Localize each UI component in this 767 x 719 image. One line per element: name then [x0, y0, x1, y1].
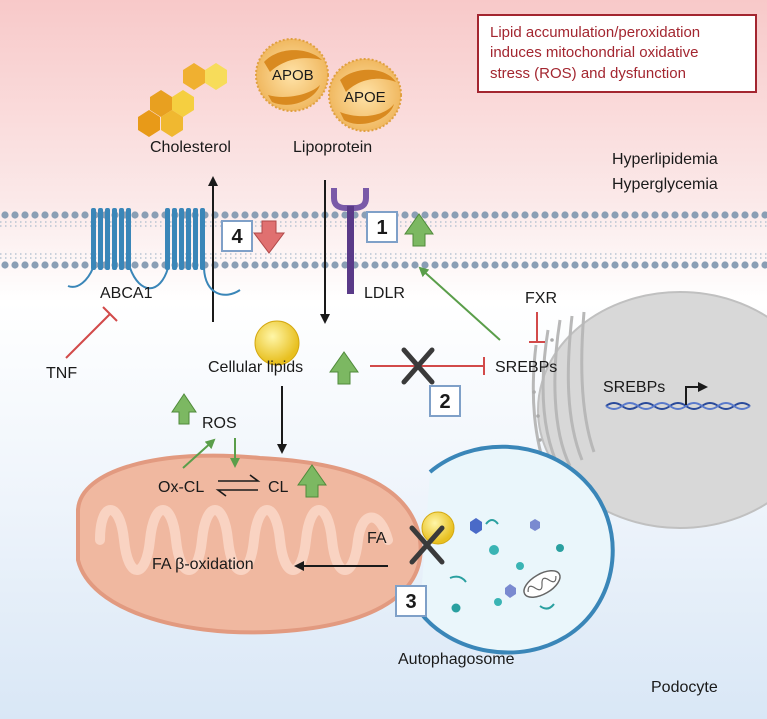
dna-strand	[605, 402, 751, 410]
cl-increase-arrow-icon	[297, 464, 327, 498]
step-3-box: 3	[395, 585, 427, 617]
svg-text:3: 3	[405, 591, 416, 613]
abca1-transporter	[67, 208, 241, 296]
cholesterol-label: Cholesterol	[150, 139, 231, 156]
cellular-lipids-label: Cellular lipids	[208, 359, 303, 376]
podocyte-label: Podocyte	[651, 679, 718, 696]
note-line-1: Lipid accumulation/peroxidation	[490, 24, 700, 41]
increase-arrow-icon	[404, 213, 434, 247]
lipoprotein-apoe	[328, 58, 402, 132]
ldlr-label: LDLR	[364, 285, 405, 302]
tnf-inhibition	[65, 306, 118, 359]
apob-label: APOB	[272, 67, 314, 84]
abca1-label: ABCA1	[100, 285, 153, 302]
equilibrium-arrows	[215, 474, 261, 497]
transcription-arrow	[685, 382, 708, 405]
srebp-activation-arrow	[418, 266, 501, 341]
fxr-inhibition	[529, 312, 545, 343]
cl-label: CL	[268, 479, 289, 496]
srebps-label: SREBPs	[495, 359, 557, 376]
fa-label: FA	[367, 530, 387, 547]
step-4-box: 4	[221, 220, 253, 252]
fxr-label: FXR	[525, 290, 557, 307]
fa-beta-oxidation-label: FA β-oxidation	[152, 556, 254, 573]
ox-cl-label: Ox-CL	[158, 479, 204, 496]
lipoprotein-label: Lipoprotein	[293, 139, 372, 156]
lipid-droplet	[254, 320, 300, 366]
note-box: Lipid accumulation/peroxidation induces …	[477, 14, 757, 93]
note-line-3: stress (ROS) and dysfunction	[490, 65, 686, 82]
autophagosome	[418, 444, 615, 655]
tnf-label: TNF	[46, 365, 77, 382]
svg-text:4: 4	[231, 226, 243, 248]
autophagy-block-cross-icon	[409, 525, 445, 565]
ros-increase-arrow-icon	[171, 393, 197, 425]
srebps-nucleus-label: SREBPs	[603, 379, 665, 396]
condition-hyperlipidemia: Hyperlipidemia	[612, 151, 718, 168]
lipid-increase-arrow-icon	[329, 351, 359, 385]
blocked-cross-icon	[401, 347, 435, 385]
lipid-srebp-inhibition	[370, 357, 485, 375]
svg-text:1: 1	[376, 217, 387, 239]
ribosome-dots	[532, 338, 554, 460]
step-1-box: 1	[366, 211, 398, 243]
decrease-arrow-icon	[253, 220, 285, 254]
apoe-label: APOE	[344, 89, 386, 106]
cholesterol-icon	[138, 63, 227, 137]
svg-text:2: 2	[439, 391, 450, 413]
oxcl-to-ros-arrow	[182, 438, 216, 469]
nucleus	[537, 291, 767, 529]
note-line-2: induces mitochondrial oxidative	[490, 44, 698, 61]
ros-label: ROS	[202, 415, 237, 432]
endoplasmic-reticulum	[531, 311, 596, 476]
step-2-box: 2	[429, 385, 461, 417]
ldlr-receptor	[331, 188, 369, 294]
lipoprotein-apob	[255, 38, 329, 112]
condition-hyperglycemia: Hyperglycemia	[612, 176, 718, 193]
autophagosome-label: Autophagosome	[398, 651, 515, 668]
